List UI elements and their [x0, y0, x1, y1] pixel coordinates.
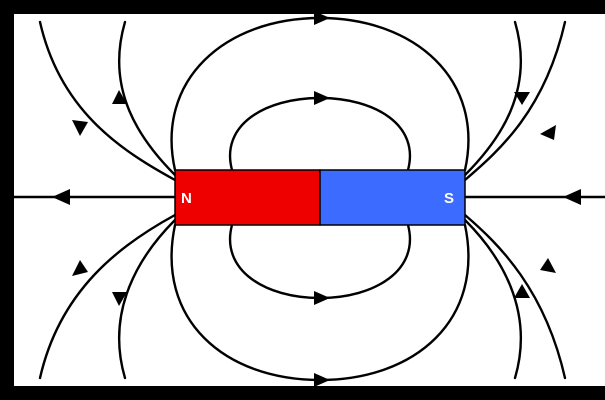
arrow-n-lower-2: [112, 292, 127, 306]
arrow-n-lower-1: [72, 260, 88, 276]
arrow-s-lower-2: [514, 284, 530, 298]
arrow-n-upper-1: [72, 120, 88, 136]
field-line-s-lower-2: [463, 218, 523, 380]
arrow-s-upper-2: [514, 92, 530, 105]
field-line-s-lower-1: [463, 213, 567, 380]
arrow-loop-outer-top: [314, 11, 330, 25]
field-line-s-upper-2: [463, 20, 523, 177]
arrow-n-upper-2: [112, 90, 127, 104]
arrow-s-upper-1: [540, 125, 556, 140]
magnet-south-pole: [319, 169, 466, 226]
arrow-loop-outer-bottom: [314, 373, 330, 387]
arrow-s-lower-1: [540, 258, 556, 273]
field-line-n-lower-2: [117, 218, 177, 380]
field-line-n-upper-2: [117, 20, 177, 177]
field-line-n-upper-1: [38, 20, 177, 182]
arrow-axis-right: [563, 189, 581, 205]
arrow-loop-inner-top: [314, 91, 330, 105]
field-line-s-upper-1: [463, 20, 567, 182]
field-line-n-lower-1: [38, 213, 177, 380]
arrow-loop-inner-bottom: [314, 291, 330, 305]
north-pole-label: N: [181, 190, 192, 207]
magnet-north-pole: [174, 169, 321, 226]
south-pole-label: S: [444, 190, 454, 207]
arrow-axis-left: [52, 189, 70, 205]
